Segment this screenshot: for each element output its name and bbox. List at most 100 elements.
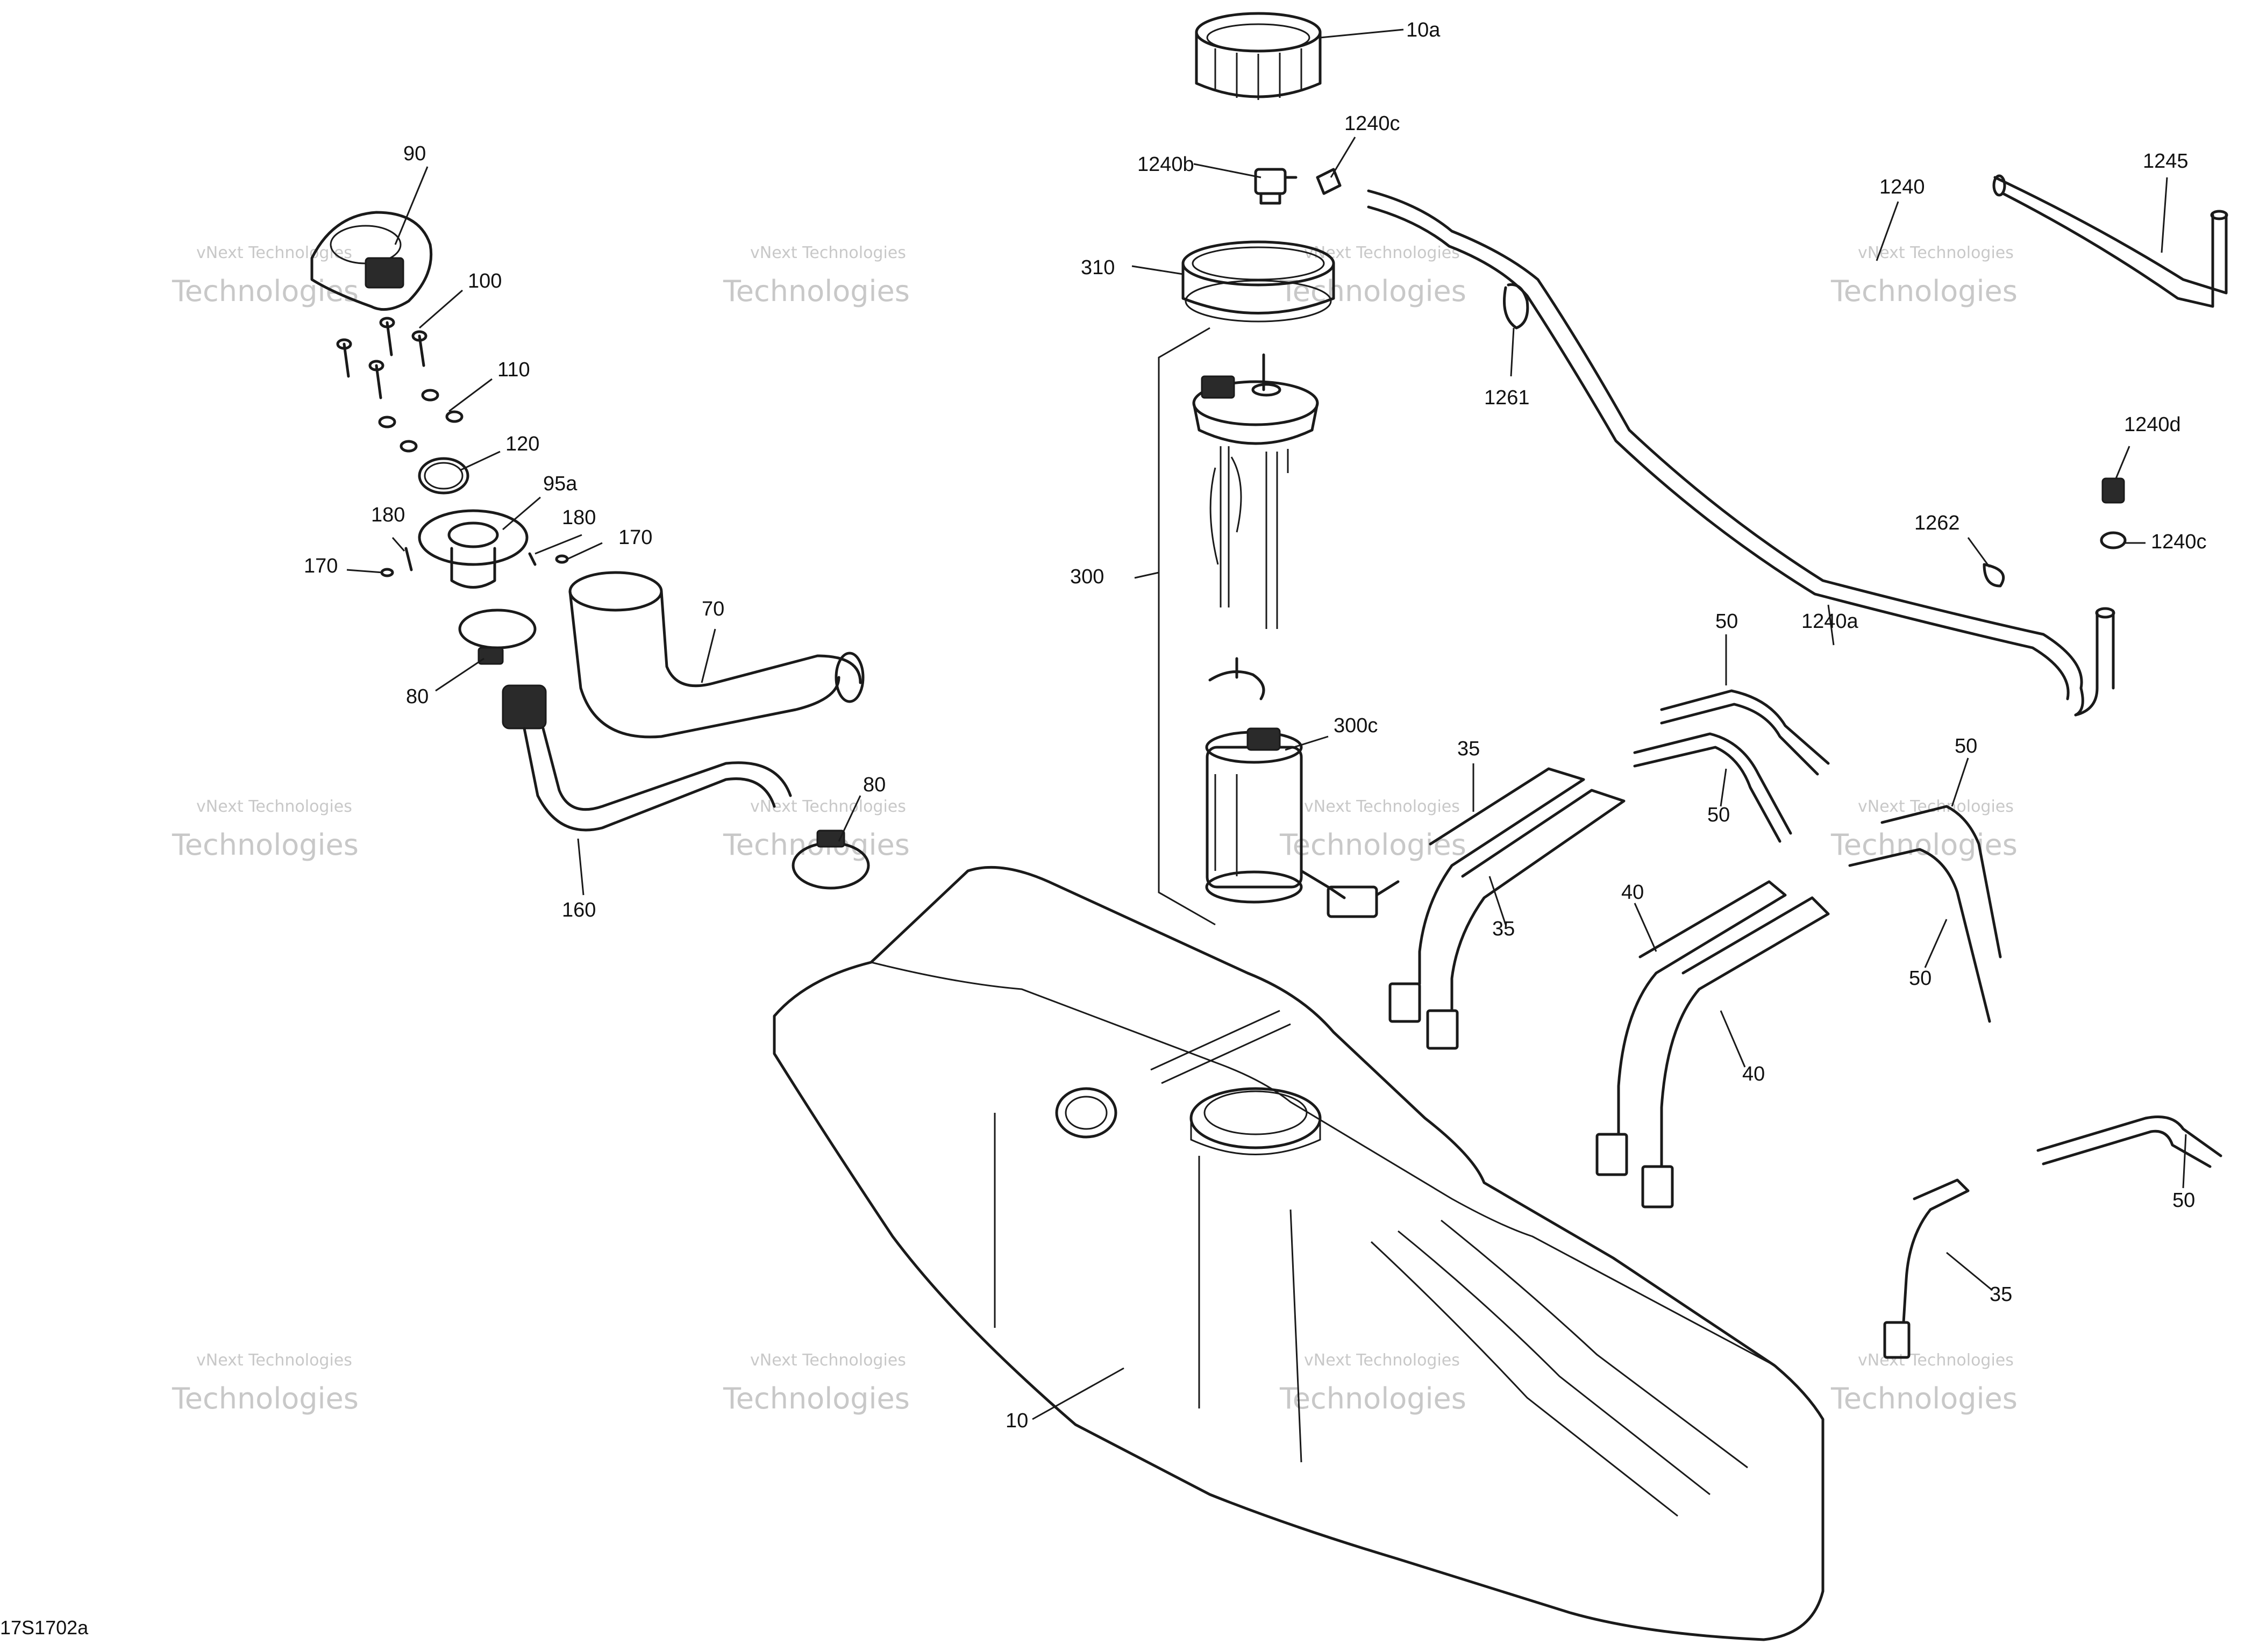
locking-ring-10a [1195, 12, 1322, 100]
watermark: vNext Technologies Technologies [172, 1351, 359, 1415]
watermark-group: vNext Technologies Technologies vNext Te… [172, 244, 2018, 1415]
label-1240: 1240 [1879, 176, 1925, 198]
label-50-a: 50 [1715, 610, 1738, 633]
label-1262: 1262 [1914, 512, 1960, 534]
fitting-1240d [2101, 477, 2125, 504]
svg-text:Technologies: Technologies [1830, 274, 2018, 308]
label-1261: 1261 [1484, 387, 1530, 409]
label-1240d: 1240d [2124, 413, 2181, 436]
strap-35-pair [1388, 767, 1626, 1050]
svg-text:vNext Technologies: vNext Technologies [1858, 1351, 2014, 1370]
watermark: vNext Technologies Technologies [172, 797, 359, 862]
label-180-left: 180 [371, 504, 405, 526]
clamp-1240c-top [1316, 168, 1342, 195]
label-300c: 300c [1334, 714, 1378, 737]
clip-1261 [1503, 283, 1529, 330]
label-310: 310 [1081, 256, 1115, 279]
svg-text:vNext Technologies: vNext Technologies [1858, 244, 2014, 262]
label-35-a: 35 [1457, 738, 1480, 760]
label-160: 160 [562, 899, 596, 921]
diagram-reference-id: 17S1702a [0, 1617, 89, 1639]
watermark: vNext Technologies Technologies [723, 797, 910, 862]
watermark: vNext Technologies Technologies [1279, 244, 1466, 308]
watermark: vNext Technologies Technologies [1830, 244, 2018, 308]
label-10a: 10a [1406, 19, 1441, 41]
label-300: 300 [1070, 566, 1104, 588]
label-100: 100 [468, 270, 502, 292]
svg-text:Technologies: Technologies [1830, 1382, 2018, 1415]
watermark: vNext Technologies Technologies [172, 244, 359, 308]
watermark: vNext Technologies Technologies [1830, 1351, 2018, 1415]
bracket-300 [1158, 327, 1216, 926]
fitting-1240b [1254, 168, 1298, 205]
fuel-tank-10 [773, 866, 1824, 1641]
label-170-right: 170 [618, 526, 652, 549]
vent-hose-1245 [1992, 174, 2228, 308]
label-120: 120 [505, 433, 539, 455]
watermark: vNext Technologies Technologies [1279, 797, 1466, 862]
label-50-b: 50 [1707, 804, 1730, 826]
label-170-left: 170 [304, 555, 338, 577]
clip-1262 [1983, 563, 2005, 588]
callout-labels: 10a 1240c 1240b 1240 1245 310 1261 90 10… [304, 19, 2207, 1432]
label-35-c: 35 [1990, 1283, 2012, 1306]
label-1240c-right: 1240c [2151, 531, 2207, 553]
o-ring-120 [418, 457, 469, 495]
label-1245: 1245 [2143, 150, 2189, 173]
svg-text:vNext Technologies: vNext Technologies [1304, 244, 1460, 262]
vent-hose-1240a [1367, 189, 2115, 717]
svg-text:vNext Technologies: vNext Technologies [196, 797, 352, 816]
screws-100 [336, 317, 427, 399]
clamp-80-left [458, 609, 537, 665]
svg-text:vNext Technologies: vNext Technologies [750, 797, 906, 816]
label-70: 70 [702, 598, 724, 620]
strap-40-pair [1595, 880, 1830, 1208]
label-50-d: 50 [1909, 967, 1932, 990]
label-40-b: 40 [1742, 1063, 1765, 1085]
label-80-left: 80 [406, 685, 429, 708]
svg-text:vNext Technologies: vNext Technologies [1304, 1351, 1460, 1370]
svg-text:Technologies: Technologies [723, 1382, 910, 1415]
label-50-c: 50 [1955, 735, 1977, 757]
gasket-310 [1181, 240, 1335, 323]
filler-hose-70 [568, 571, 865, 739]
svg-text:Technologies: Technologies [723, 274, 910, 308]
svg-text:vNext Technologies: vNext Technologies [196, 1351, 352, 1370]
label-95a: 95a [543, 473, 578, 495]
strap-35-single [1883, 1178, 1970, 1359]
filler-cap-90 [310, 211, 433, 311]
vent-hose-160 [502, 684, 792, 832]
filler-neck-95a [418, 509, 529, 589]
clamp-1240c-right [2100, 531, 2127, 549]
leader-lines [346, 28, 2187, 1420]
svg-text:Technologies: Technologies [1279, 828, 1466, 862]
label-180-right: 180 [562, 506, 596, 529]
watermark: vNext Technologies Technologies [723, 1351, 910, 1415]
label-1240a: 1240a [1801, 610, 1859, 633]
label-110: 110 [497, 359, 530, 381]
label-90: 90 [403, 142, 426, 165]
watermark: vNext Technologies Technologies [1279, 1351, 1466, 1415]
svg-text:vNext Technologies: vNext Technologies [1304, 797, 1460, 816]
strap-50-group [1633, 689, 2222, 1168]
svg-text:Technologies: Technologies [172, 828, 359, 862]
clamp-80-right [792, 829, 870, 890]
svg-text:Technologies: Technologies [1279, 1382, 1466, 1415]
svg-text:vNext Technologies: vNext Technologies [1858, 797, 2014, 816]
washers-110 [378, 389, 464, 453]
svg-text:vNext Technologies: vNext Technologies [750, 1351, 906, 1370]
label-40-a: 40 [1621, 881, 1644, 904]
svg-text:Technologies: Technologies [172, 1382, 359, 1415]
watermark: vNext Technologies Technologies [723, 244, 910, 308]
label-1240c-top: 1240c [1344, 112, 1400, 135]
label-10: 10 [1006, 1410, 1028, 1432]
label-50-e: 50 [2172, 1189, 2195, 1212]
svg-text:vNext Technologies: vNext Technologies [196, 244, 352, 262]
label-35-b: 35 [1492, 918, 1515, 940]
svg-text:Technologies: Technologies [1830, 828, 2018, 862]
svg-text:Technologies: Technologies [172, 274, 359, 308]
label-1240b: 1240b [1137, 153, 1194, 176]
svg-text:vNext Technologies: vNext Technologies [750, 244, 906, 262]
watermark: vNext Technologies Technologies [1830, 797, 2018, 862]
